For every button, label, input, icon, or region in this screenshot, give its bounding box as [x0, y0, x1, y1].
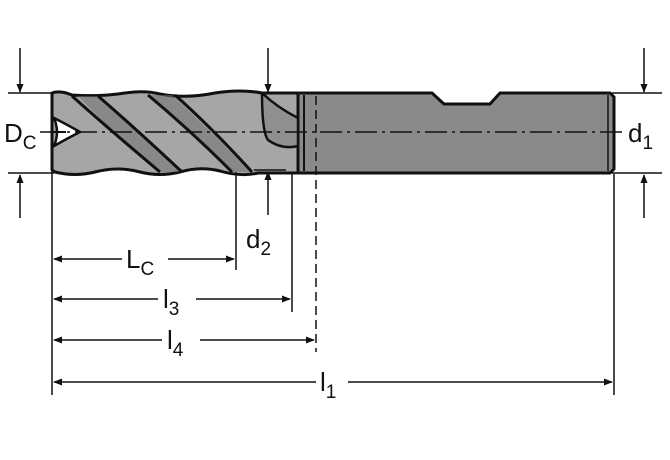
dc-label: DC [4, 118, 37, 154]
d1-label: d1 [628, 118, 653, 154]
flute-shadow-1 [78, 96, 182, 172]
flute-edge-4 [174, 93, 254, 174]
flute-edge-2 [97, 94, 184, 174]
l1-label: l1 [320, 367, 336, 403]
lc-label: LC [126, 244, 154, 280]
d2-label: d2 [246, 224, 271, 260]
length-dimensions [53, 255, 613, 386]
cutting-section [50, 89, 300, 177]
l4-label: l4 [167, 325, 184, 361]
shank-body [294, 91, 616, 175]
flute-shadow-2 [150, 95, 250, 172]
reference-lines [51, 96, 615, 395]
shank [294, 91, 616, 175]
diameter-arrows [16, 48, 648, 218]
diameter-reference-lines [8, 92, 662, 174]
l3-label: l3 [163, 284, 179, 320]
flute-runout [260, 91, 300, 149]
